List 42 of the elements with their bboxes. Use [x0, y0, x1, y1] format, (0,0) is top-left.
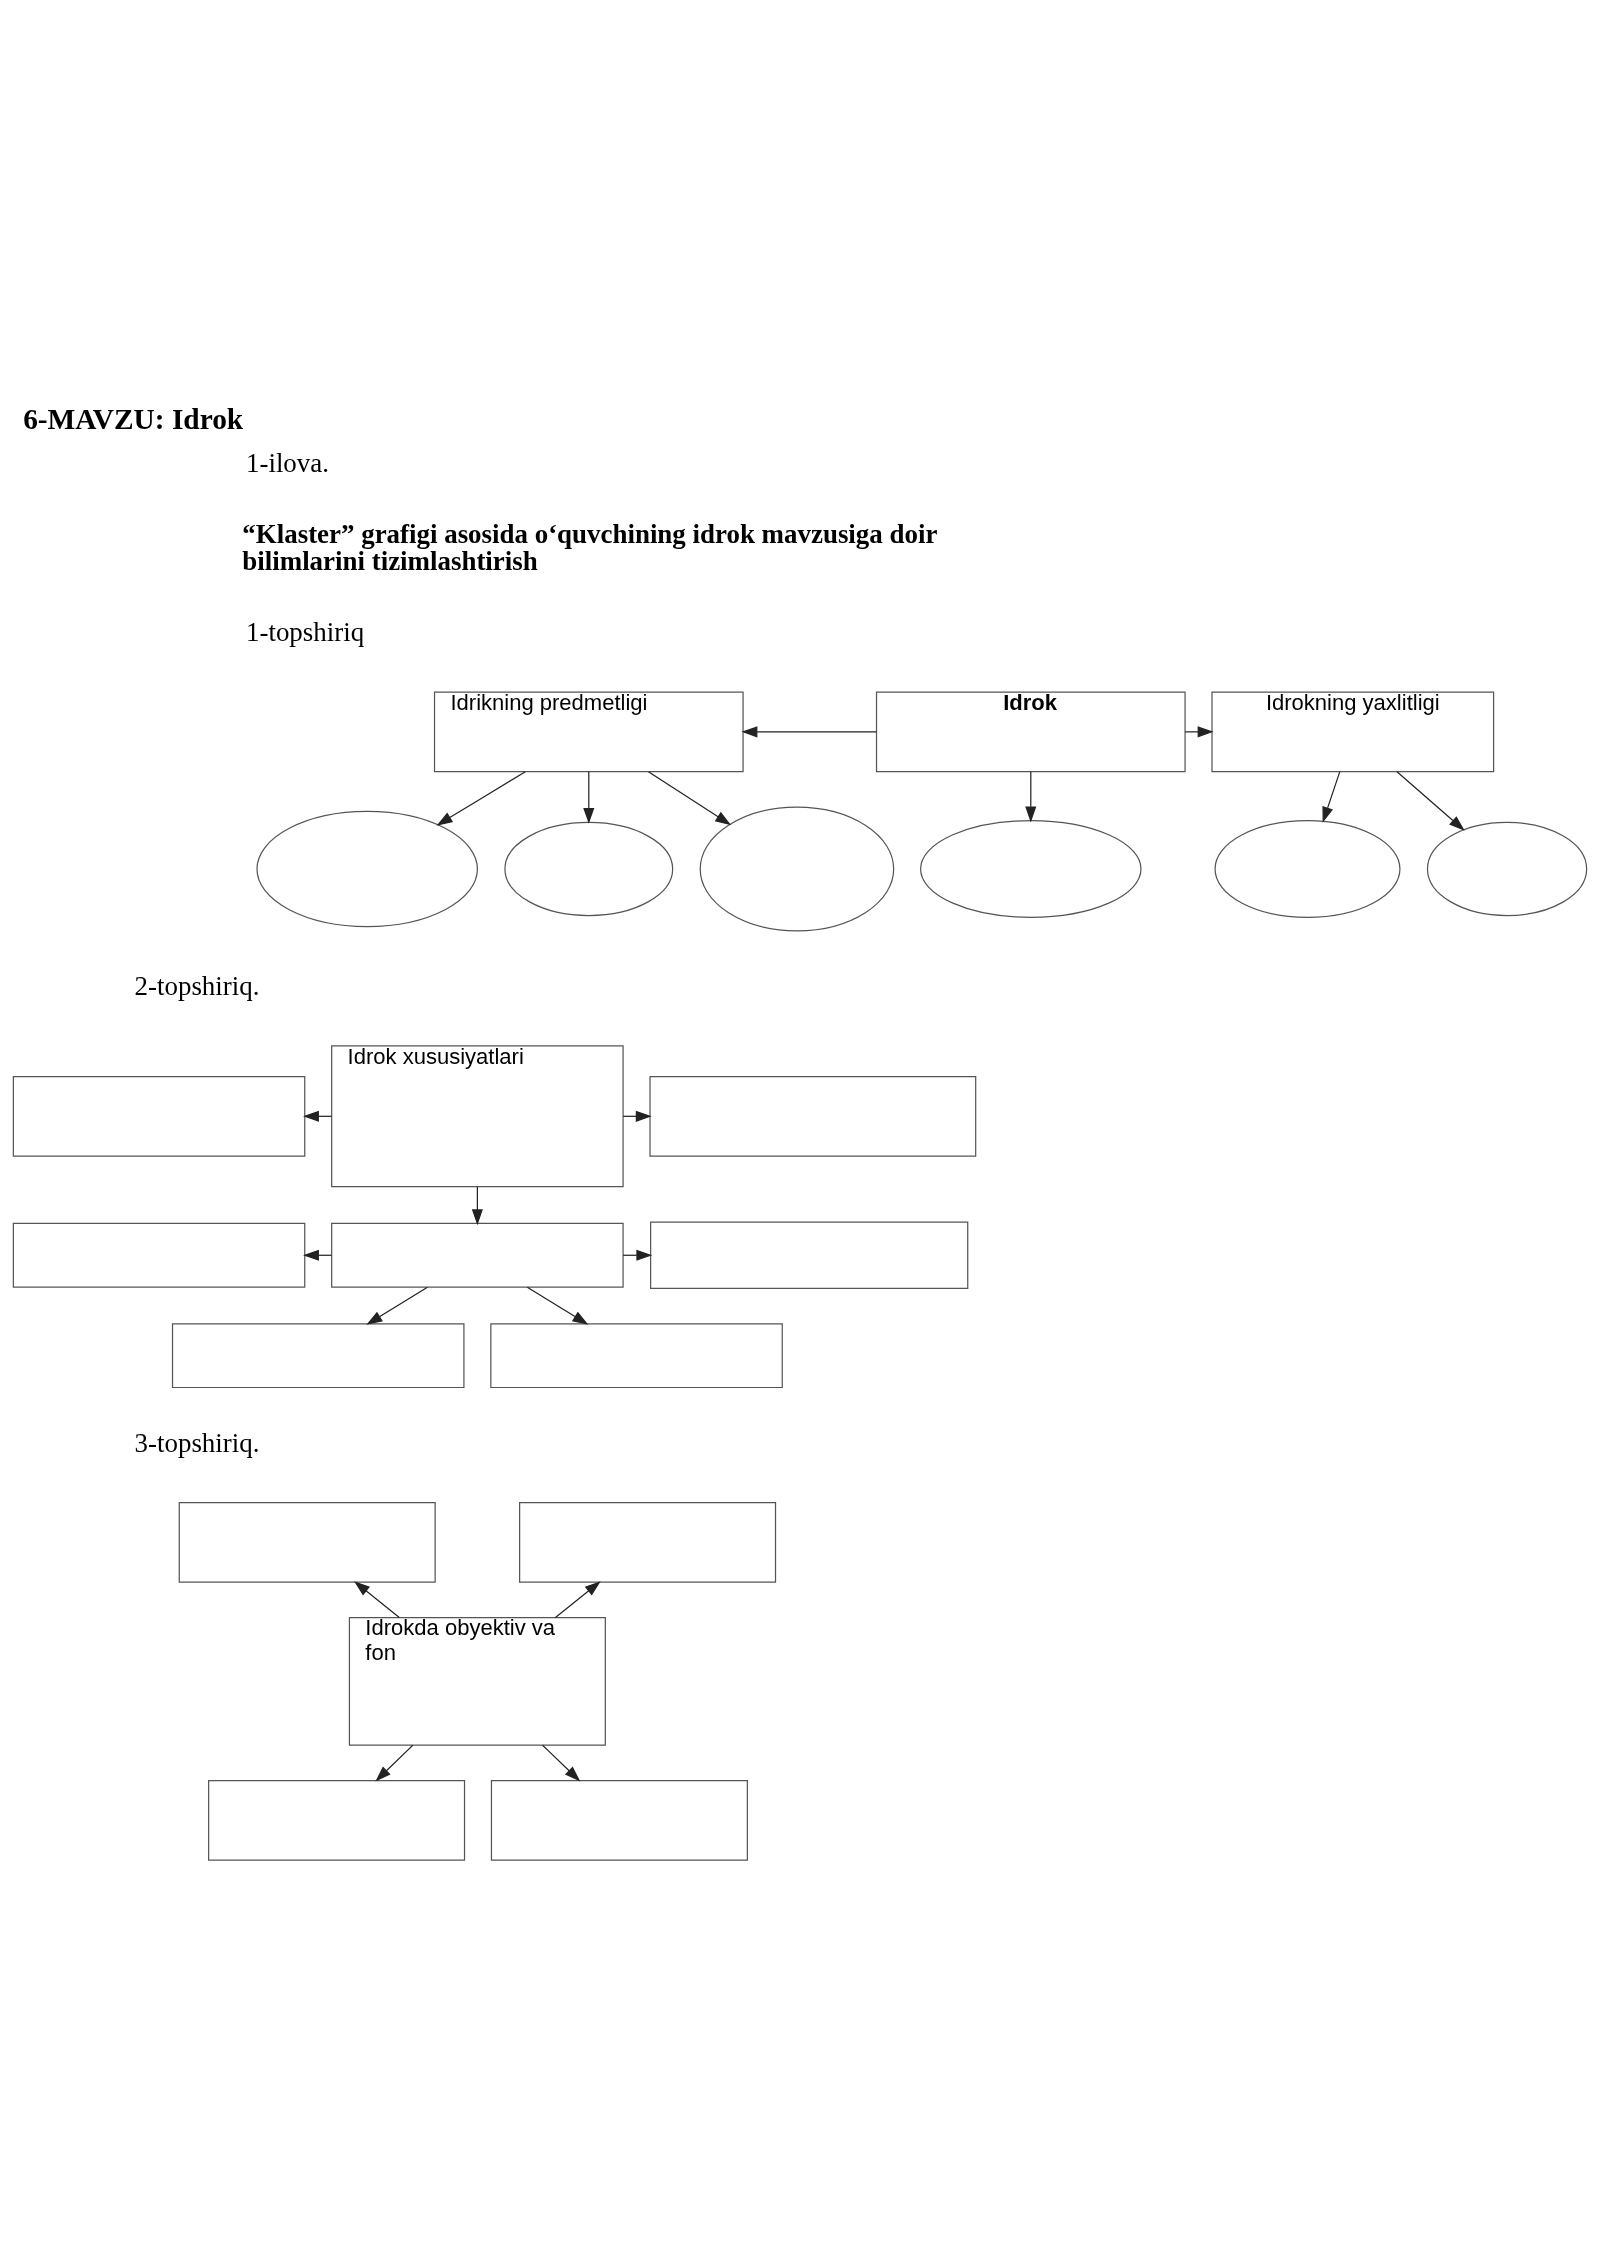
node-box: Idrok xususiyatlari	[331, 1045, 624, 1188]
node-box	[171, 1323, 465, 1389]
node-box	[208, 1779, 466, 1861]
node-box	[650, 1221, 969, 1289]
arrow	[1025, 771, 1037, 823]
label: “Klaster” grafigi asosida o‘quvchining idrok mavzusiga doir bilimlarini tizimlashtirish	[242, 519, 938, 577]
node-box	[649, 1075, 977, 1157]
arrow	[541, 1744, 581, 1782]
arrow	[366, 1286, 429, 1325]
label: 2-topshiriq.	[134, 971, 260, 1002]
node-ellipse	[920, 820, 1142, 918]
node-box	[519, 1502, 777, 1583]
node-box	[12, 1075, 306, 1157]
node-box	[490, 1779, 748, 1861]
arrow	[1184, 726, 1214, 738]
node-box: Idrok	[875, 691, 1186, 773]
label: 3-topshiriq.	[134, 1427, 260, 1458]
node-ellipse	[1426, 821, 1588, 917]
arrow	[471, 1186, 483, 1226]
arrow	[375, 1744, 414, 1782]
arrow	[647, 771, 732, 826]
node-box	[12, 1222, 306, 1288]
node-box: Idrokda obyektiv va fon	[348, 1617, 606, 1746]
node-ellipse	[1214, 820, 1401, 918]
arrow	[354, 1581, 400, 1619]
label: 1-ilova.	[245, 448, 329, 479]
node-box	[178, 1502, 436, 1583]
arrow	[741, 726, 877, 738]
node-box: Idrokning yaxlitligi	[1211, 691, 1495, 773]
diagram-title: 6-MAVZU: Idrok	[23, 403, 244, 436]
node-box	[331, 1222, 624, 1288]
arrow	[436, 771, 526, 826]
arrow	[526, 1286, 589, 1325]
node-ellipse	[699, 806, 895, 932]
arrow	[1396, 771, 1465, 831]
arrow	[583, 771, 595, 824]
arrow	[1322, 771, 1341, 823]
node-ellipse	[504, 821, 674, 917]
label: 1-topshiriq	[245, 617, 365, 648]
node-box	[490, 1323, 783, 1389]
arrow	[554, 1581, 601, 1619]
node-box: Idrikning predmetligi	[433, 691, 744, 773]
